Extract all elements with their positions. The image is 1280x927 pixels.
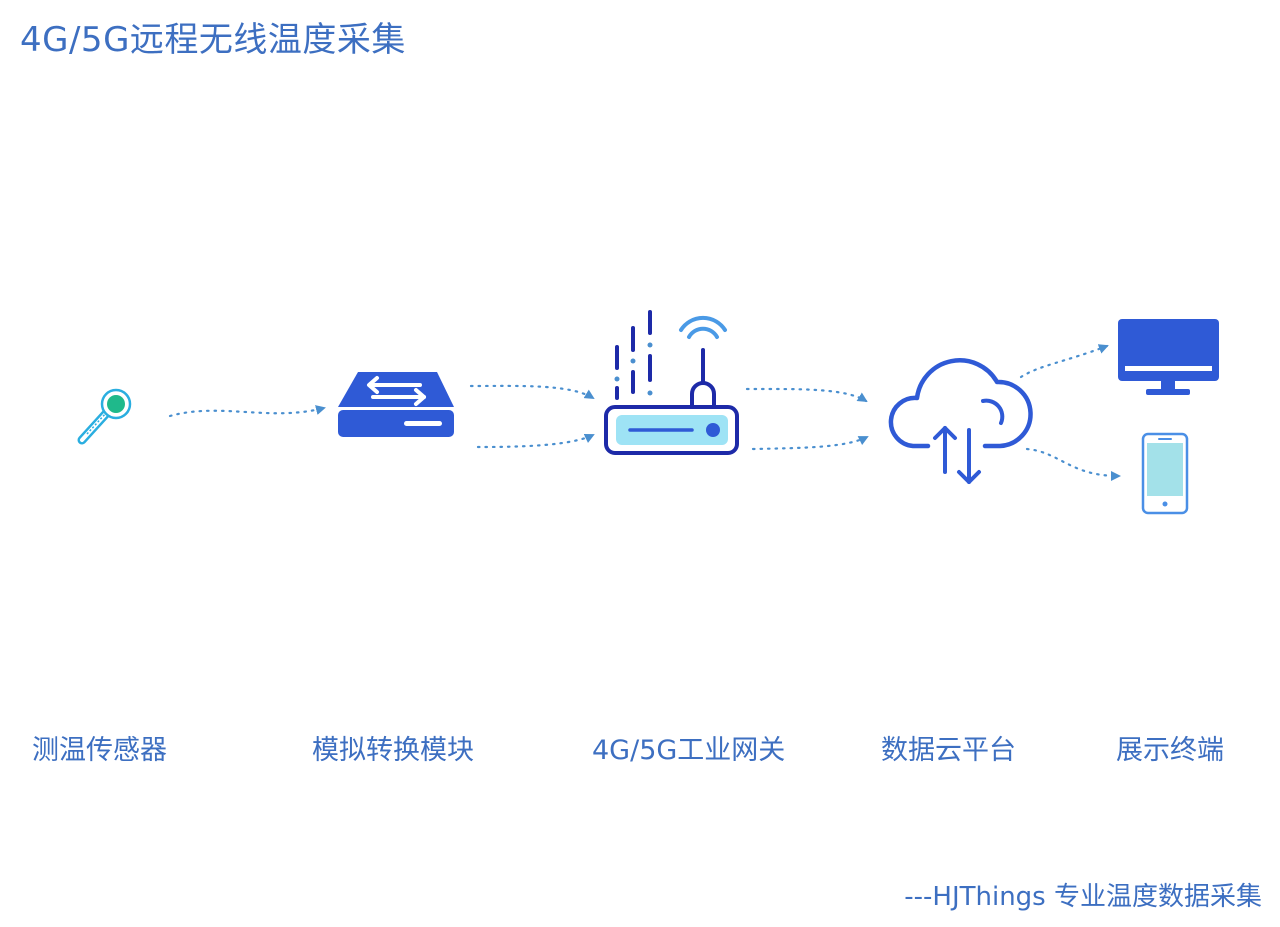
node-label-converter: 模拟转换模块 <box>312 735 474 766</box>
cloud-icon <box>888 358 1033 484</box>
monitor-icon <box>1118 319 1219 395</box>
page-title: 4G/5G远程无线温度采集 <box>20 20 406 60</box>
arrow-gateway-to-cloud-bottom <box>751 435 869 451</box>
converter-icon <box>338 372 454 437</box>
arrow-cloud-to-phone <box>1025 447 1121 481</box>
phone-icon <box>1141 432 1189 515</box>
arrow-converter-to-gateway-top <box>469 384 595 400</box>
footer-tagline: ---HJThings 专业温度数据采集 <box>904 882 1262 912</box>
node-label-gateway: 4G/5G工业网关 <box>592 735 786 766</box>
node-label-sensor: 测温传感器 <box>32 735 167 766</box>
arrow-sensor-to-converter <box>168 405 326 418</box>
thermometer-icon <box>77 388 132 445</box>
arrow-gateway-to-cloud-top <box>745 387 868 403</box>
node-label-cloud: 数据云平台 <box>881 735 1016 766</box>
router-icon <box>604 310 739 455</box>
arrow-converter-to-gateway-bottom <box>476 433 595 449</box>
node-label-terminal: 展示终端 <box>1116 735 1224 766</box>
arrow-cloud-to-monitor <box>1019 344 1109 379</box>
